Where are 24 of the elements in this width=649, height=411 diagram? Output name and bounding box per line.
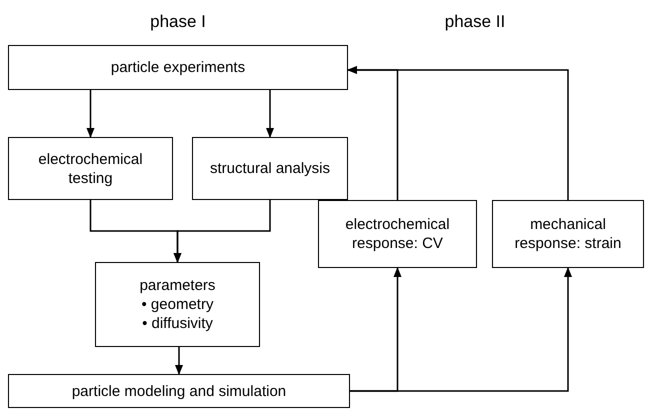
process-box (8, 374, 350, 408)
process-box (192, 137, 348, 200)
process-box (318, 200, 477, 268)
process-box (8, 137, 173, 200)
box-text: particle modeling and simulation (72, 382, 286, 400)
box-text: parameters (140, 276, 216, 295)
arrow (175, 347, 183, 375)
process-box (8, 45, 348, 90)
phase-heading: phase II (444, 12, 506, 32)
phase-heading: phase I (150, 12, 206, 32)
process-box (95, 262, 260, 347)
arrow (86, 90, 94, 138)
box-text: electrochemical testing (37, 150, 144, 188)
arrow (174, 200, 271, 263)
box-text: • geometry (142, 295, 214, 314)
box-text: mechanical response: strain (514, 215, 622, 253)
arrow (347, 66, 569, 200)
process-box (492, 200, 644, 268)
box-text: • diffusivity (142, 314, 213, 333)
box-text: electrochemical response: CV (344, 215, 451, 253)
box-text: particle experiments (110, 58, 246, 77)
arrow (350, 267, 572, 392)
arrow (266, 90, 274, 138)
box-text: structural analysis (210, 159, 330, 178)
